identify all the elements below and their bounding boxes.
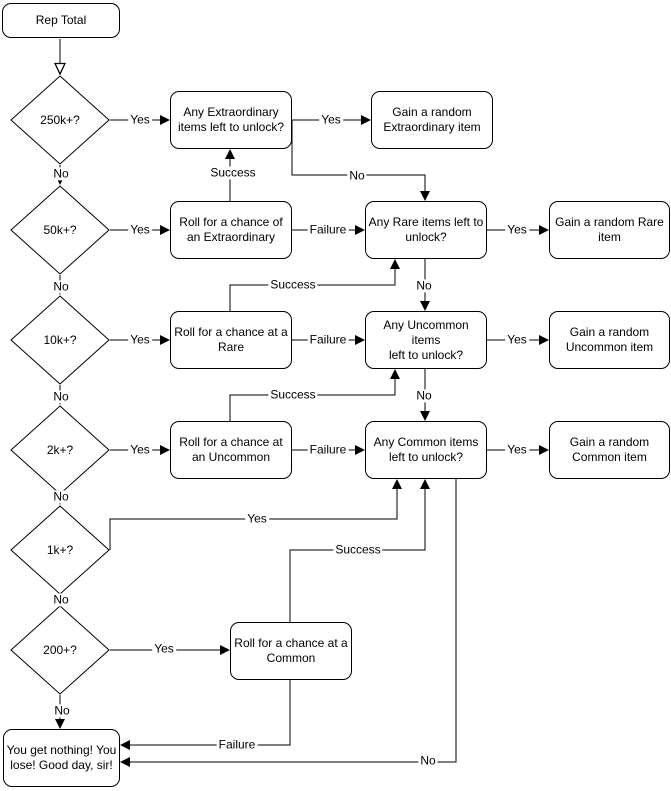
edge-label-10k-yes: Yes bbox=[128, 332, 152, 347]
edge-label-200-yes: Yes bbox=[152, 641, 176, 656]
node-gain-rare: Gain a random Rare item bbox=[549, 201, 670, 259]
edge-label-any-rare-no: No bbox=[414, 278, 434, 293]
edge-label-1k-yes: Yes bbox=[245, 511, 269, 526]
edge-label-any-extraordinary-yes: Yes bbox=[319, 112, 343, 127]
diamond-shape bbox=[10, 75, 110, 165]
decision-50k-label: 50k+? bbox=[43, 223, 77, 237]
edge-label-roll-extraordinary-failure: Failure bbox=[307, 222, 349, 237]
edge-label-roll-uncommon-failure: Failure bbox=[307, 442, 349, 457]
node-roll-rare: Roll for a chance at a Rare bbox=[170, 311, 292, 369]
edge-label-10k-no: No bbox=[51, 389, 71, 404]
edge-label-2k-no: No bbox=[51, 489, 71, 504]
node-any-rare: Any Rare items left to unlock? bbox=[365, 201, 487, 259]
decision-10k-label: 10k+? bbox=[43, 333, 77, 347]
node-rep-total-label: Rep Total bbox=[35, 13, 87, 27]
edge-label-200-no: No bbox=[52, 703, 72, 718]
node-gain-uncommon-label: Gain a random Uncommon item bbox=[565, 325, 654, 354]
edge-label-250k-yes: Yes bbox=[128, 112, 152, 127]
decision-200: 200+? bbox=[10, 605, 110, 695]
edge-label-50k-yes: Yes bbox=[128, 222, 152, 237]
edge-label-2k-yes: Yes bbox=[128, 442, 152, 457]
node-roll-extraordinary-label: Roll for a chance of an Extraordinary bbox=[179, 215, 283, 244]
decision-250k-label: 250k+? bbox=[40, 113, 80, 127]
edge-label-roll-extraordinary-success: Success bbox=[208, 165, 258, 180]
node-gain-rare-label: Gain a random Rare item bbox=[555, 215, 664, 244]
edge-roll-common-failure bbox=[120, 680, 291, 750]
edge-label-any-extraordinary-no: No bbox=[347, 168, 367, 183]
node-gain-extraordinary-label: Gain a random Extraordinary item bbox=[383, 105, 481, 134]
edge-label-roll-rare-failure: Failure bbox=[307, 332, 349, 347]
decision-50k: 50k+? bbox=[10, 185, 110, 275]
node-any-rare-label: Any Rare items left to unlock? bbox=[368, 215, 484, 244]
edge-label-any-common-no: No bbox=[418, 753, 438, 768]
decision-2k: 2k+? bbox=[10, 405, 110, 495]
node-gain-common: Gain a random Common item bbox=[549, 421, 670, 479]
node-any-extraordinary-label: Any Extraordinary items left to unlock? bbox=[177, 105, 285, 134]
node-any-uncommon-label: Any Uncommon items left to unlock? bbox=[383, 317, 469, 362]
edge-label-50k-no: No bbox=[51, 279, 71, 294]
edge-label-250k-no: No bbox=[51, 166, 71, 181]
edge-label-roll-uncommon-success: Success bbox=[268, 387, 318, 402]
edge-label-roll-rare-success: Success bbox=[268, 277, 318, 292]
edge-any-common-no-nothing bbox=[120, 479, 457, 767]
node-rep-total: Rep Total bbox=[2, 3, 120, 38]
decision-1k: 1k+? bbox=[10, 505, 110, 595]
diamond-shape bbox=[10, 295, 110, 385]
decision-250k: 250k+? bbox=[10, 75, 110, 165]
node-roll-uncommon: Roll for a chance at an Uncommon bbox=[170, 421, 292, 479]
diamond-shape bbox=[10, 185, 110, 275]
node-roll-common-label: Roll for a chance at a Common bbox=[234, 636, 348, 665]
edge-label-roll-common-success: Success bbox=[333, 542, 383, 557]
decision-200-label: 200+? bbox=[43, 643, 77, 657]
node-any-common-label: Any Common items left to unlock? bbox=[373, 435, 479, 464]
node-roll-uncommon-label: Roll for a chance at an Uncommon bbox=[179, 435, 283, 464]
decision-10k: 10k+? bbox=[10, 295, 110, 385]
edge-label-any-common-yes: Yes bbox=[505, 442, 529, 457]
node-nothing-label: You get nothing! You lose! Good day, sir… bbox=[6, 743, 117, 772]
decision-2k-label: 2k+? bbox=[46, 443, 74, 457]
edge-label-any-uncommon-yes: Yes bbox=[505, 332, 529, 347]
node-gain-uncommon: Gain a random Uncommon item bbox=[549, 311, 670, 369]
node-gain-extraordinary: Gain a random Extraordinary item bbox=[371, 91, 493, 149]
node-roll-rare-label: Roll for a chance at a Rare bbox=[174, 325, 288, 354]
diamond-shape bbox=[10, 605, 110, 695]
node-any-common: Any Common items left to unlock? bbox=[365, 421, 487, 479]
node-gain-common-label: Gain a random Common item bbox=[569, 435, 650, 464]
edge-label-any-rare-yes: Yes bbox=[505, 222, 529, 237]
edge-label-roll-common-failure: Failure bbox=[216, 737, 258, 752]
node-roll-common: Roll for a chance at a Common bbox=[230, 622, 352, 680]
node-any-uncommon: Any Uncommon items left to unlock? bbox=[365, 311, 487, 369]
node-roll-extraordinary: Roll for a chance of an Extraordinary bbox=[170, 201, 292, 259]
node-any-extraordinary: Any Extraordinary items left to unlock? bbox=[170, 91, 292, 149]
edge-label-1k-no: No bbox=[51, 592, 71, 607]
decision-1k-label: 1k+? bbox=[46, 543, 74, 557]
edge-label-any-uncommon-no: No bbox=[414, 388, 434, 403]
node-nothing: You get nothing! You lose! Good day, sir… bbox=[3, 729, 120, 787]
